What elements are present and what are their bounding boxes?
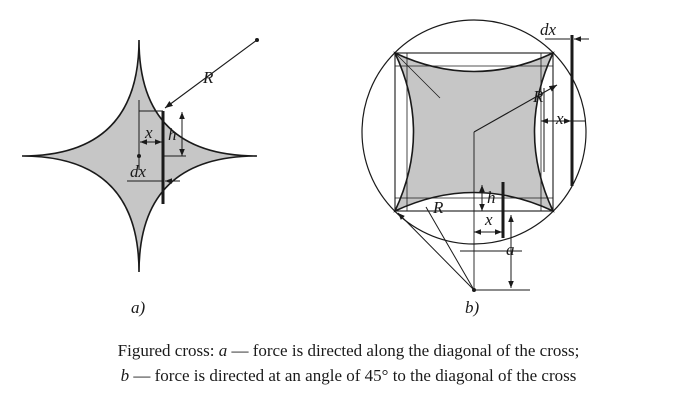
- radius-label-lower-b: R: [432, 198, 444, 217]
- subfigure-label-a: a): [131, 298, 146, 317]
- radius-end-point-a: [255, 38, 259, 42]
- radius-line-b: [473, 84, 558, 133]
- caption-line-2: b — force is directed at an angle of 45°…: [0, 364, 697, 388]
- caption-line2-text: — force is directed at an angle of 45° t…: [129, 366, 577, 385]
- figured-cross-diagrams: R x h dx a) R dx: [21, 19, 589, 317]
- caption-line1-text: — force is directed along the diagonal o…: [227, 341, 580, 360]
- x-label-lower-b: x: [484, 210, 493, 229]
- radius-line-lower-1-b: [397, 212, 475, 291]
- radius-line-a: [164, 39, 258, 109]
- figure-b: R dx x h x R a b): [361, 19, 589, 317]
- radius-label-a: R: [202, 68, 214, 87]
- caption-line1-var: a: [218, 341, 228, 360]
- figure-a: R x h dx a): [21, 38, 259, 317]
- radius-line-lower-2-b: [425, 206, 475, 291]
- x-label-right-b: x: [555, 109, 564, 128]
- a-label-b: a: [506, 240, 515, 259]
- caption-line-1: Figured cross: a — force is directed alo…: [0, 339, 697, 363]
- dx-label-b: dx: [540, 20, 557, 39]
- x-label-a: x: [144, 123, 153, 142]
- h-label-b: h: [487, 188, 496, 207]
- dx-label-a: dx: [130, 162, 147, 181]
- h-label-a: h: [168, 125, 177, 144]
- radius-label-upper-b: R: [532, 87, 544, 106]
- subfigure-label-b: b): [465, 298, 480, 317]
- diagonal-guide-b: [394, 52, 441, 99]
- caption-line2-var: b: [120, 366, 130, 385]
- caption-line1-start: Figured cross:: [117, 341, 219, 360]
- center-point-a: [137, 154, 141, 158]
